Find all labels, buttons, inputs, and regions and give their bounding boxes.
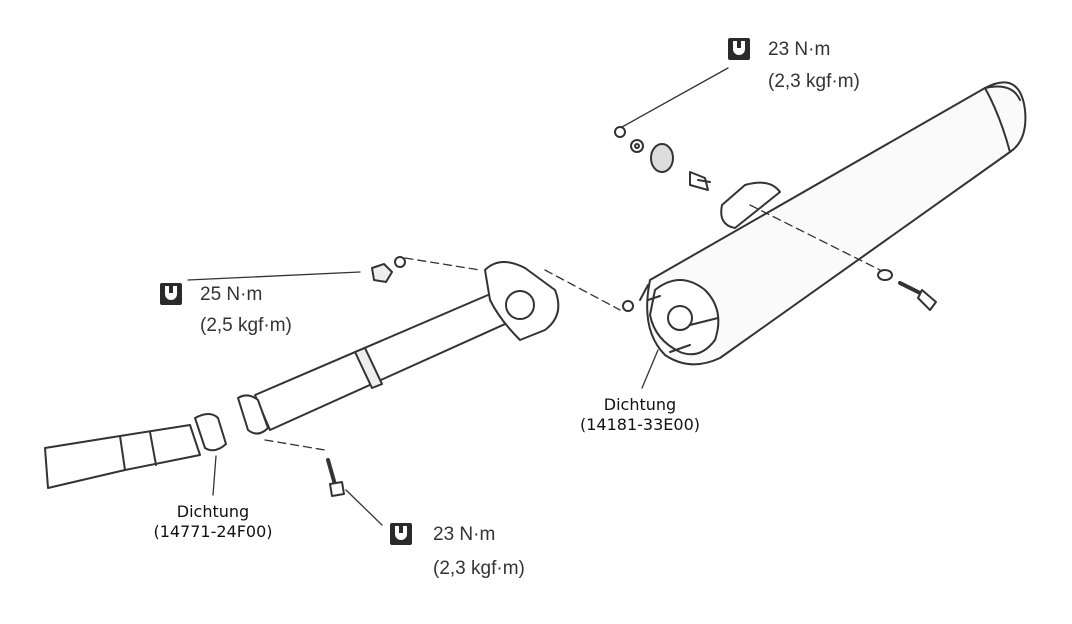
torque-wrench-icon [160,283,182,305]
middle-pipe [237,261,560,435]
torque-bottom-value: 23 N·m [433,524,496,545]
torque-left-alt: (2,5 kgf·m) [200,315,292,336]
muffler [639,81,1027,366]
torque-bottom-alt: (2,3 kgf·m) [433,558,525,579]
torque-top-value: 23 N·m [768,39,831,60]
gasket-right-part: (14181-33E00) [580,415,700,434]
torque-wrench-icon [390,523,412,545]
gasket-right-callout: Dichtung (14181-33E00) [565,395,715,435]
torque-top-alt: (2,3 kgf·m) [768,71,860,92]
hardware-top [614,126,711,191]
torque-wrench-icon [728,38,750,60]
gasket-left-label: Dichtung [176,502,250,521]
front-pipe [44,413,227,489]
gasket-left-part: (14771-24F00) [153,522,273,541]
gasket-left-callout: Dichtung (14771-24F00) [138,502,288,542]
gasket-right-label: Dichtung [603,395,677,414]
hardware-bolt-bottom [326,458,345,497]
hardware-nut-left [371,256,634,312]
torque-left-value: 25 N·m [200,284,263,305]
leader-lines [187,67,881,526]
hardware-bolt-right [877,269,937,311]
